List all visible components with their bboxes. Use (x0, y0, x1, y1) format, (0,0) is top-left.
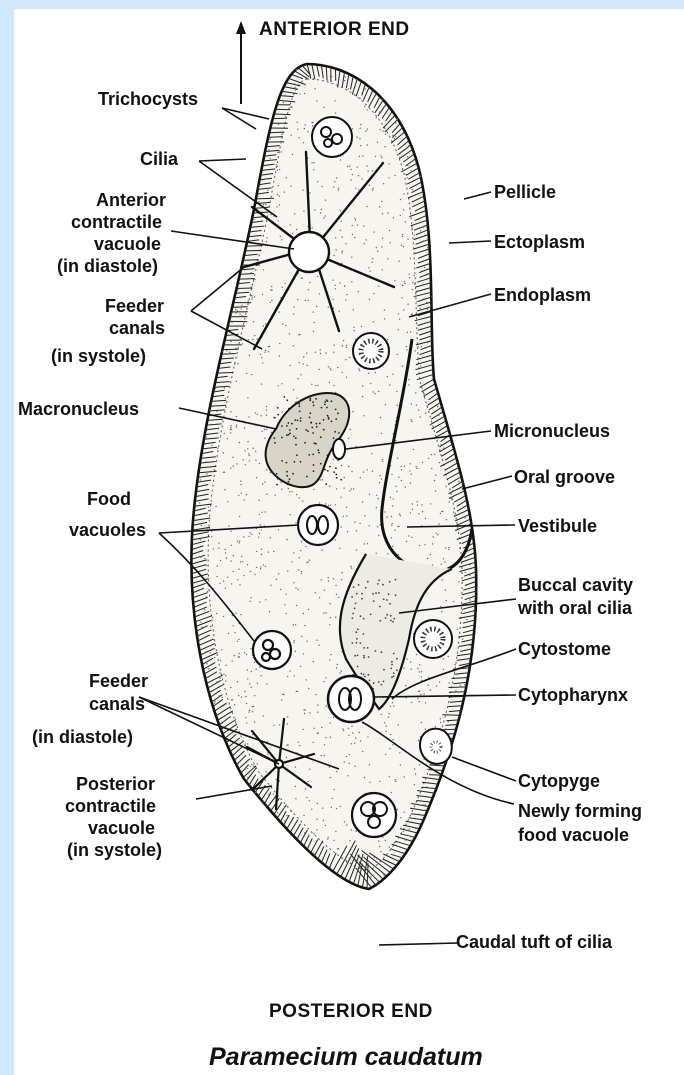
food-vacuole-bottom (352, 793, 396, 837)
label-feeder-diastole-line2: canals (89, 694, 145, 714)
label-food-line2: vacuoles (69, 520, 146, 540)
label-anterior-cv-line1: Anterior (96, 190, 166, 210)
anterior-contractile-vacuole (289, 232, 329, 272)
label-oral-groove: Oral groove (514, 467, 615, 487)
food-vacuole-dotted-lower (414, 620, 452, 658)
label-feeder-systole-line2: canals (109, 318, 165, 338)
label-vestibule: Vestibule (518, 516, 597, 536)
label-posterior-cv-line2: contractile (65, 796, 156, 816)
label-buccal-line1: Buccal cavity (518, 575, 633, 595)
food-vacuole-top (312, 117, 352, 157)
micronucleus (333, 439, 345, 459)
label-feeder-systole-line3: (in systole) (51, 346, 146, 366)
food-vacuole-middle (298, 505, 338, 545)
label-anterior-cv-line4: (in diastole) (57, 256, 158, 276)
label-caudal-tuft: Caudal tuft of cilia (456, 932, 613, 952)
label-micronucleus: Micronucleus (494, 421, 610, 441)
label-endoplasm: Endoplasm (494, 285, 591, 305)
label-cytopyge: Cytopyge (518, 771, 600, 791)
newly-forming-food-vacuole (328, 676, 374, 722)
label-food-line1: Food (87, 489, 131, 509)
diagram-title: Paramecium caudatum (209, 1043, 483, 1071)
diagram-frame: ANTERIOR END (14, 9, 684, 1075)
label-posterior-cv-line1: Posterior (76, 774, 155, 794)
label-macronucleus: Macronucleus (18, 399, 139, 419)
label-ectoplasm: Ectoplasm (494, 232, 585, 252)
label-feeder-systole-line1: Feeder (105, 296, 164, 316)
food-vacuole-dotted-upper (353, 333, 389, 369)
posterior-end-label: POSTERIOR END (269, 1001, 433, 1022)
label-cytopharynx: Cytopharynx (518, 685, 628, 705)
cytopyge-vacuole (420, 729, 452, 764)
label-newly-forming-line1: Newly forming (518, 801, 642, 821)
label-newly-forming-line2: food vacuole (518, 825, 629, 845)
label-pellicle: Pellicle (494, 182, 556, 202)
anterior-end-label: ANTERIOR END (259, 19, 410, 40)
label-feeder-diastole-line1: Feeder (89, 671, 148, 691)
label-anterior-cv-line2: contractile (71, 212, 162, 232)
label-posterior-cv-line3: vacuole (88, 818, 155, 838)
label-cilia: Cilia (140, 149, 179, 169)
label-feeder-diastole-line3: (in diastole) (32, 727, 133, 747)
paramecium-diagram: ANTERIOR END (14, 9, 684, 1075)
label-anterior-cv-line3: vacuole (94, 234, 161, 254)
label-cytostome: Cytostome (518, 639, 611, 659)
anterior-arrow-icon (236, 21, 246, 104)
food-vacuole-lower-left (253, 631, 291, 669)
label-trichocysts: Trichocysts (98, 89, 198, 109)
label-posterior-cv-line4: (in systole) (67, 840, 162, 860)
label-buccal-line2: with oral cilia (517, 598, 633, 618)
